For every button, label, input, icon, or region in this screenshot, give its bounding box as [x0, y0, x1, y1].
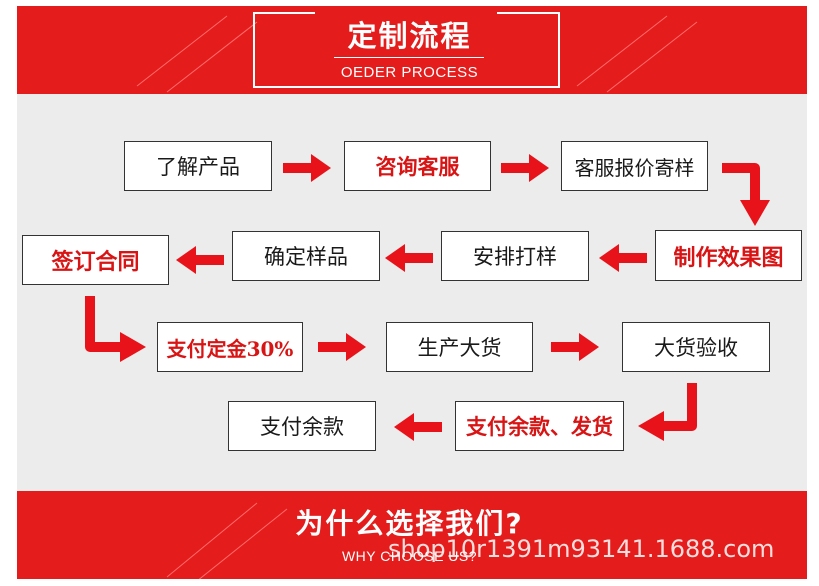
step-label: 确定样品 — [264, 245, 348, 269]
arrow-bend-left-icon — [638, 383, 697, 441]
arrow-right-icon — [283, 154, 331, 182]
arrow-left-icon — [394, 413, 442, 441]
step-box: 生产大货 — [386, 322, 533, 372]
step-box: 支付余款 — [228, 401, 376, 451]
step-label: 签订合同 — [51, 249, 140, 275]
step-box: 了解产品 — [124, 141, 272, 191]
watermark-text: shop10r1391m93141.1688.com — [388, 535, 775, 563]
arrow-left-icon — [176, 246, 224, 274]
arrow-right-icon — [318, 333, 366, 361]
step-label: 客服报价寄样 — [574, 155, 695, 180]
header-frame-line — [497, 12, 560, 14]
step-box: 确定样品 — [232, 231, 380, 281]
footer-decoration — [166, 502, 288, 579]
header-decoration — [136, 15, 698, 93]
step-label: 大货验收 — [654, 336, 738, 360]
title-divider — [334, 57, 484, 58]
arrow-left-icon — [599, 244, 647, 272]
step-label: 安排打样 — [473, 245, 557, 269]
step-box: 客服报价寄样 — [561, 141, 708, 191]
step-label: 生产大货 — [417, 336, 502, 360]
step-box: 签订合同 — [22, 235, 169, 285]
arrow-left-icon — [385, 244, 433, 272]
header-frame — [253, 12, 560, 88]
arrow-down-bend-icon — [722, 163, 770, 226]
arrow-bend-right-icon — [85, 296, 146, 362]
step-label: 支付余款 — [260, 415, 344, 439]
step-label: 支付余款、发货 — [466, 414, 613, 439]
step-label: 咨询客服 — [375, 154, 460, 179]
header-band — [17, 6, 807, 94]
page-subtitle: OEDER PROCESS — [340, 64, 479, 81]
step-box: 制作效果图 — [655, 230, 802, 281]
step-label: 制作效果图 — [673, 244, 784, 271]
arrow-right-icon — [551, 333, 599, 361]
header-frame-line — [253, 12, 315, 14]
footer-subtitle: WHY CHOOSE US? — [341, 548, 478, 564]
step-box: 支付定金30% — [157, 322, 303, 372]
page-title: 定制流程 — [347, 19, 472, 53]
step-box: 咨询客服 — [344, 141, 491, 191]
step-box: 安排打样 — [441, 231, 589, 281]
step-box: 大货验收 — [622, 322, 770, 372]
step-label: 支付定金30% — [166, 336, 294, 361]
footer-band — [17, 491, 807, 579]
arrow-right-icon — [501, 154, 549, 182]
step-label: 了解产品 — [156, 155, 240, 179]
step-box: 支付余款、发货 — [455, 401, 624, 451]
footer-title: 为什么选择我们? — [295, 507, 524, 540]
